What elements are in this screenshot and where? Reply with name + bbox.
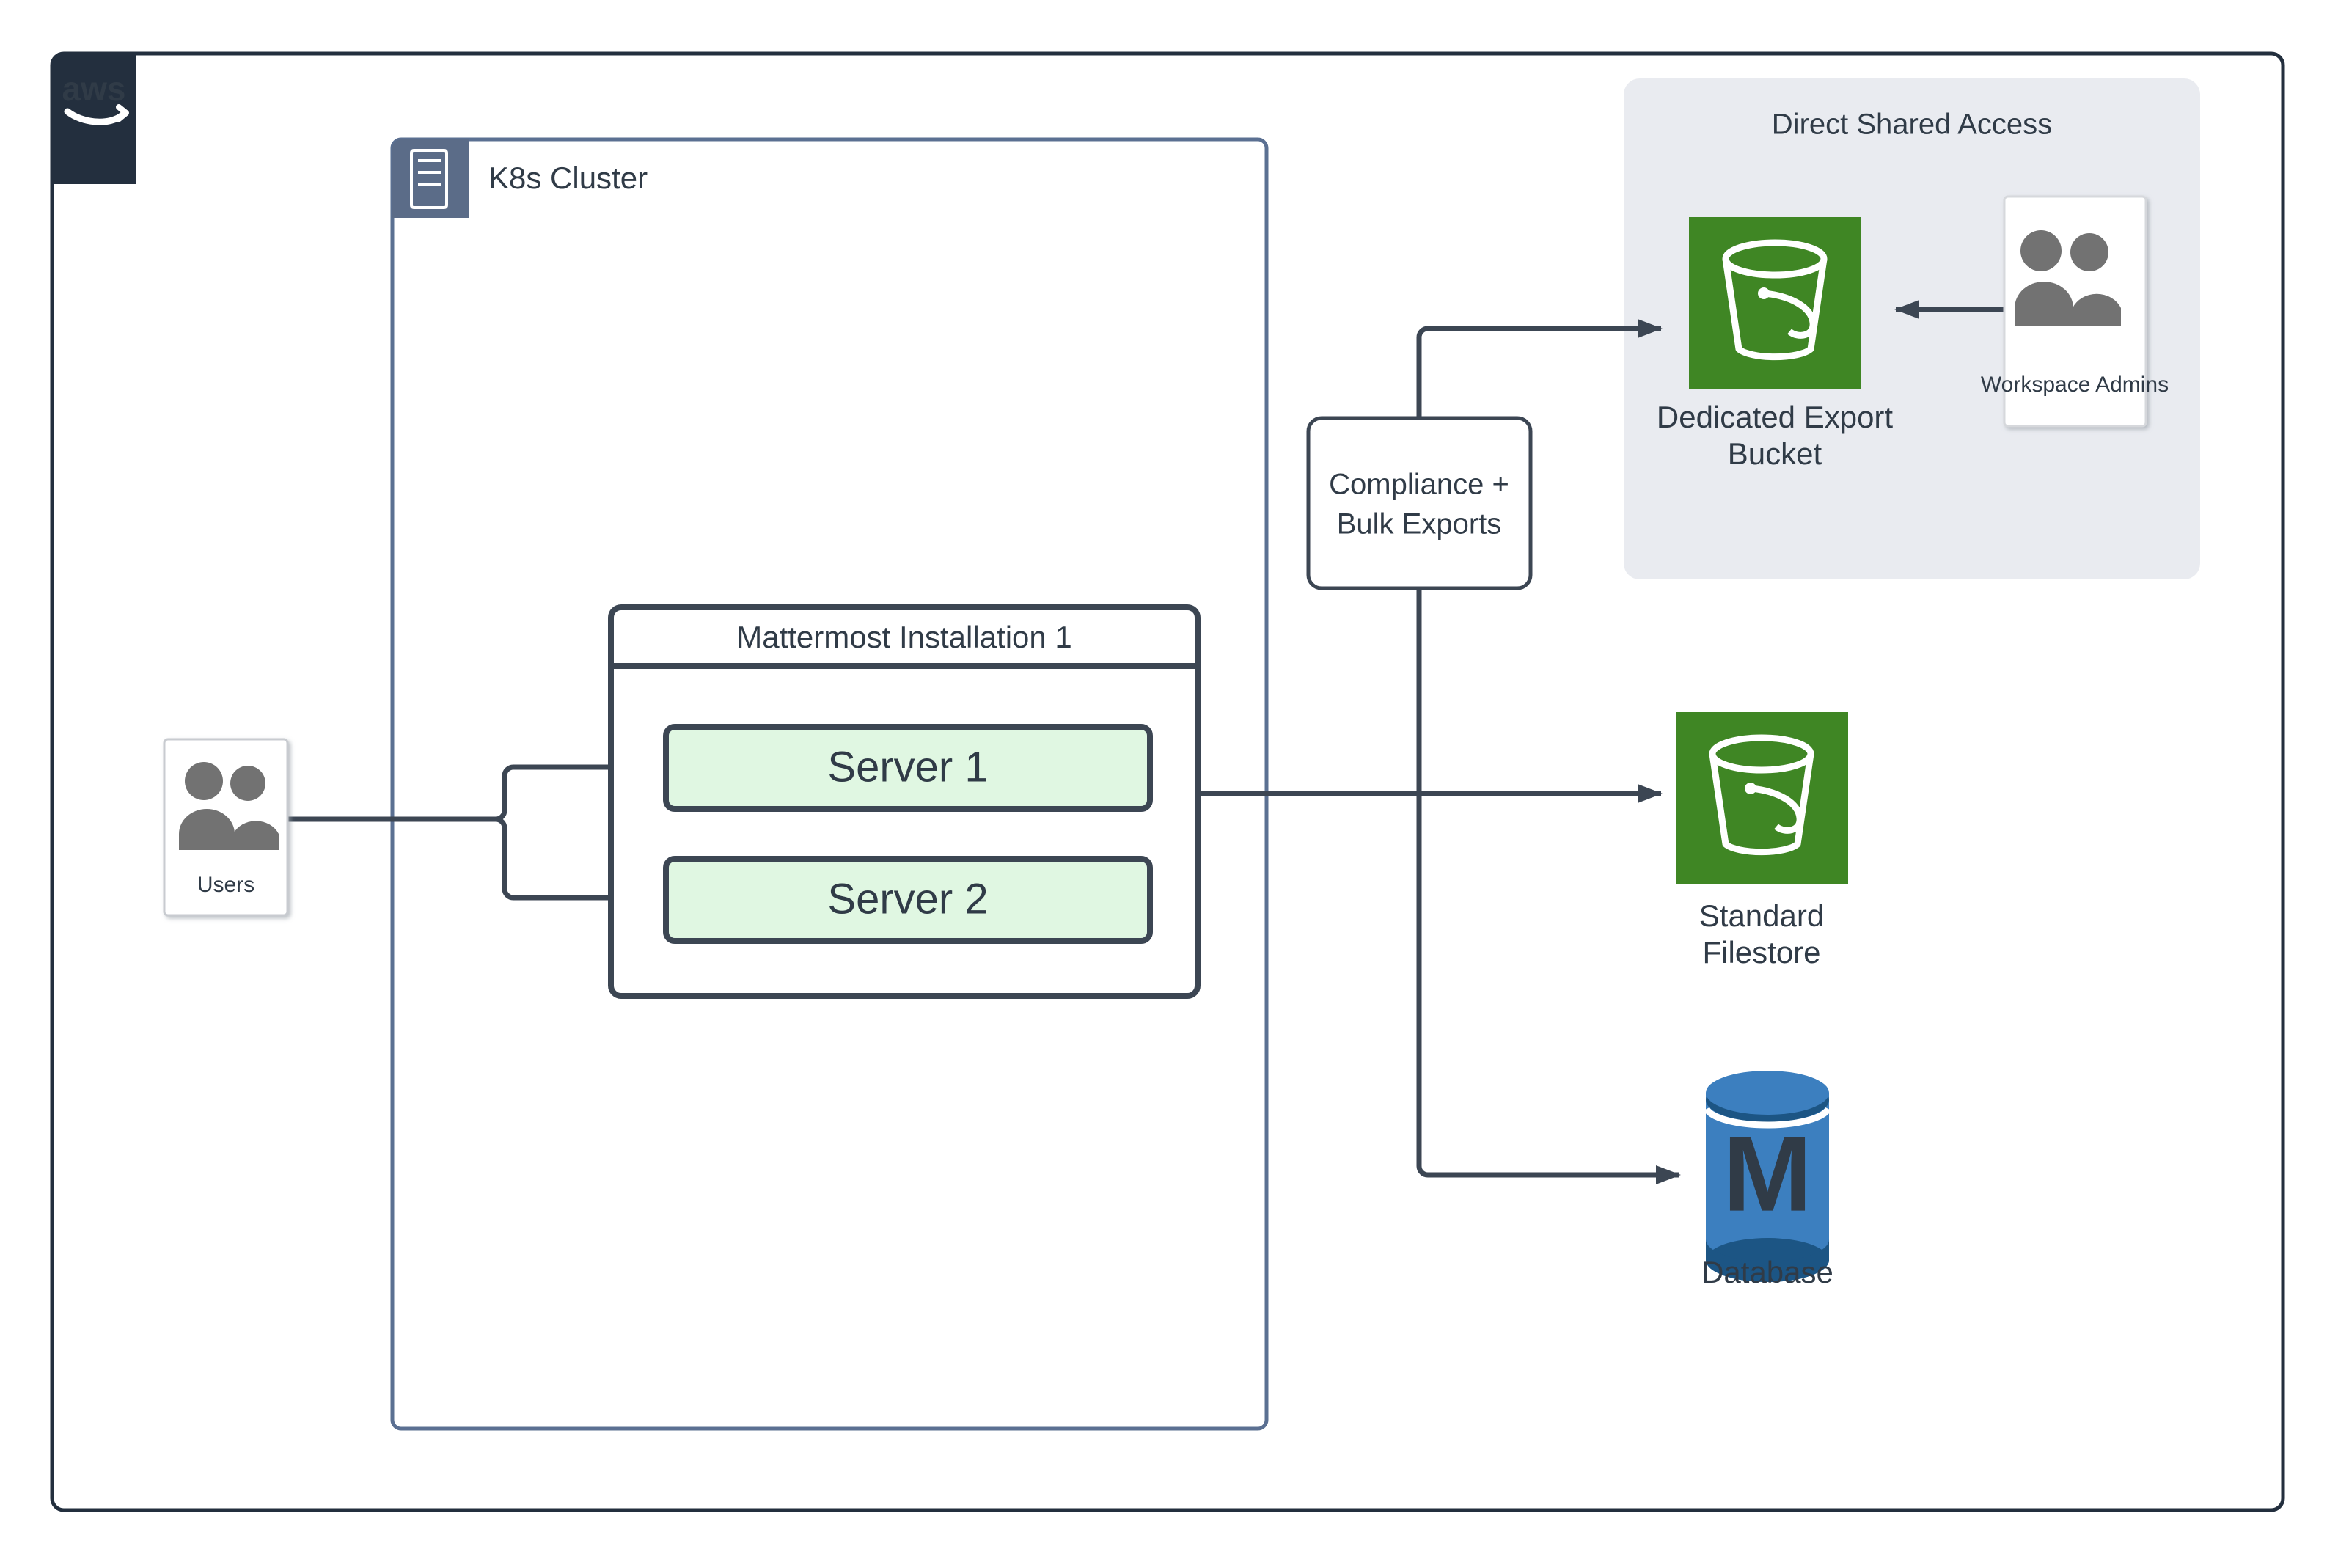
standard-filestore-node[interactable]: Standard Filestore (1676, 712, 1848, 970)
database-node[interactable]: M Database (1701, 1071, 1833, 1289)
users-group-icon (2015, 230, 2121, 326)
standard-filestore-label-line1: Standard (1699, 898, 1824, 933)
edge-users-to-server-2 (481, 816, 643, 907)
aws-logo-text: aws (62, 70, 126, 108)
compliance-bulk-exports-node[interactable]: Compliance + Bulk Exports (1306, 416, 1533, 590)
shared-access-group-title: Direct Shared Access (1772, 109, 2052, 141)
s3-bucket-icon (1722, 239, 1828, 361)
mattermost-installation-node[interactable]: Mattermost Installation 1 Server 1 Serve… (608, 604, 1201, 999)
connection-lines (287, 300, 2004, 1184)
compliance-box-background (1306, 416, 1533, 590)
server-1-background (663, 724, 1153, 812)
compliance-label-line1: Compliance + (1329, 469, 1509, 501)
users-label: Users (197, 873, 254, 897)
aws-account-frame (50, 51, 2285, 1512)
s3-bucket-icon (1709, 734, 1814, 856)
server-1-label: Server 1 (827, 743, 988, 791)
users-node[interactable]: Users (163, 738, 289, 917)
database-cylinder-icon: M (1703, 1071, 1832, 1282)
aws-frame-border (50, 51, 2285, 1512)
workspace-admins-node[interactable]: Workspace Admins (1981, 195, 2169, 428)
users-group-icon (179, 762, 279, 850)
export-bucket-label-line1: Dedicated Export (1657, 400, 1894, 434)
server-2-label: Server 2 (827, 875, 988, 923)
database-label: Database (1701, 1255, 1833, 1289)
server-rack-icon (410, 149, 448, 209)
mattermost-title: Mattermost Installation 1 (736, 620, 1072, 654)
database-letter: M (1723, 1114, 1812, 1234)
server-1-node[interactable]: Server 1 (663, 724, 1153, 812)
k8s-cluster-frame: K8s Cluster (390, 137, 1269, 1431)
k8s-frame-border (390, 137, 1269, 1431)
workspace-admins-label: Workspace Admins (1981, 373, 2169, 397)
dedicated-export-bucket-node[interactable]: Dedicated Export Bucket (1657, 217, 1894, 471)
standard-filestore-label-line2: Filestore (1702, 935, 1820, 970)
edge-compliance-to-export-bucket (1416, 319, 1663, 418)
aws-smile-arrow-icon (115, 104, 129, 122)
compliance-label-line2: Bulk Exports (1337, 508, 1502, 541)
aws-logo-badge: aws (52, 54, 136, 184)
server-2-background (663, 856, 1153, 944)
k8s-cluster-label: K8s Cluster (488, 161, 648, 195)
export-bucket-label-line2: Bucket (1728, 436, 1822, 471)
edge-compliance-to-database (1416, 588, 1681, 1184)
server-2-node[interactable]: Server 2 (663, 856, 1153, 944)
